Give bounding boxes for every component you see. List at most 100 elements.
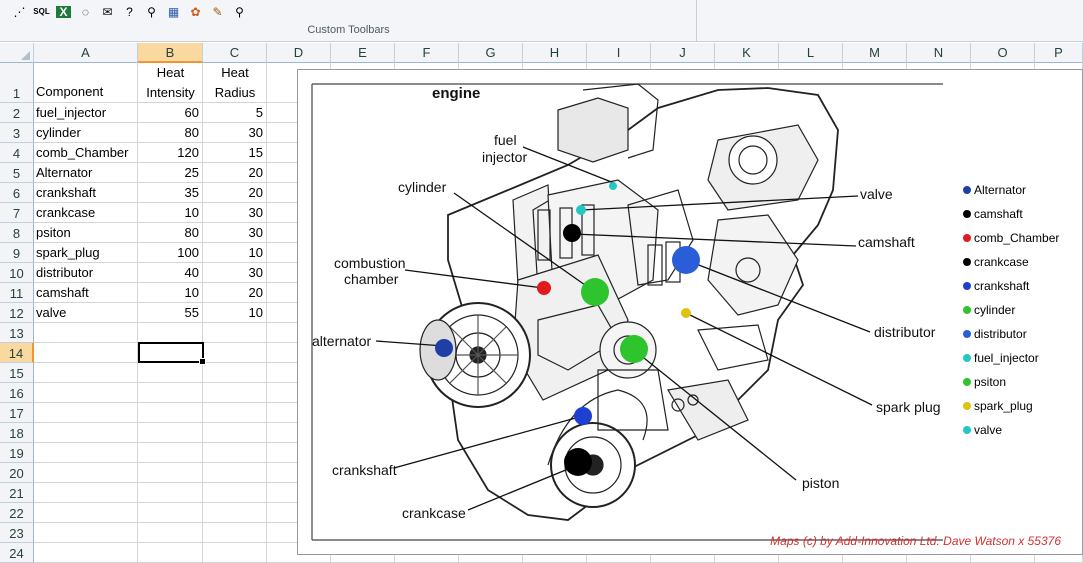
row-header-19[interactable]: 19 xyxy=(0,443,34,463)
cell-heat-intensity[interactable]: 10 xyxy=(184,285,199,300)
row-header-7[interactable]: 7 xyxy=(0,203,34,223)
row-header-6[interactable]: 6 xyxy=(0,183,34,203)
column-header-h[interactable]: H xyxy=(523,43,587,63)
mailbox-icon[interactable]: ✉ xyxy=(98,3,117,21)
row-header-21[interactable]: 21 xyxy=(0,483,34,503)
cell-c1-header-line2[interactable]: Radius xyxy=(214,85,256,100)
row-header-11[interactable]: 11 xyxy=(0,283,34,303)
cell-b1-header-line2[interactable]: Intensity xyxy=(146,85,195,100)
engine-heatmap-picture[interactable]: engine fuel injector cylinder valve cams… xyxy=(297,69,1083,555)
row-header-5[interactable]: 5 xyxy=(0,163,34,183)
label-alternator: alternator xyxy=(312,333,371,349)
cell-component[interactable]: fuel_injector xyxy=(36,105,107,120)
column-header-k[interactable]: K xyxy=(715,43,779,63)
leader-lines xyxy=(375,146,873,511)
row-header-20[interactable]: 20 xyxy=(0,463,34,483)
cell-heat-intensity[interactable]: 120 xyxy=(177,145,199,160)
column-header-a[interactable]: A xyxy=(34,43,138,63)
active-cell-cursor[interactable] xyxy=(138,342,206,365)
legend-swatch xyxy=(963,378,971,386)
cell-component[interactable]: distributor xyxy=(36,265,94,280)
cell-heat-radius[interactable]: 30 xyxy=(248,205,263,220)
cell-heat-radius[interactable]: 30 xyxy=(248,225,263,240)
chat-icon[interactable]: ◌ xyxy=(76,3,95,21)
magnifier-icon[interactable]: ⚲ xyxy=(230,3,249,21)
cell-b1-header-line1[interactable]: Heat xyxy=(156,65,185,80)
help-query-icon[interactable]: ? xyxy=(120,3,139,21)
cell-component[interactable]: Alternator xyxy=(36,165,93,180)
cell-heat-intensity[interactable]: 10 xyxy=(184,205,199,220)
cell-heat-intensity[interactable]: 55 xyxy=(184,305,199,320)
cell-component[interactable]: comb_Chamber xyxy=(36,145,129,160)
legend-item: Alternator xyxy=(963,182,1026,198)
fox-icon[interactable]: ✿ xyxy=(186,3,205,21)
column-header-c[interactable]: C xyxy=(203,43,267,63)
sql-icon[interactable]: SQL xyxy=(32,3,51,21)
row-header-12[interactable]: 12 xyxy=(0,303,34,323)
select-all-corner[interactable] xyxy=(0,43,34,63)
column-header-g[interactable]: G xyxy=(459,43,523,63)
row-header-4[interactable]: 4 xyxy=(0,143,34,163)
column-header-f[interactable]: F xyxy=(395,43,459,63)
cell-c1-header-line1[interactable]: Heat xyxy=(221,65,249,80)
cell-heat-radius[interactable]: 10 xyxy=(248,305,263,320)
row-header-18[interactable]: 18 xyxy=(0,423,34,443)
row-header-8[interactable]: 8 xyxy=(0,223,34,243)
alternator-marker xyxy=(435,339,453,357)
column-header-b[interactable]: B xyxy=(138,43,203,63)
calendar-icon[interactable]: ▦ xyxy=(164,3,183,21)
binoculars-icon[interactable]: ⚲ xyxy=(142,3,161,21)
row-header-22[interactable]: 22 xyxy=(0,503,34,523)
cell-heat-radius[interactable]: 20 xyxy=(248,285,263,300)
column-header-l[interactable]: L xyxy=(779,43,843,63)
row-header-3[interactable]: 3 xyxy=(0,123,34,143)
cell-component[interactable]: crankcase xyxy=(36,205,96,220)
cell-heat-radius[interactable]: 20 xyxy=(248,165,263,180)
cell-heat-intensity[interactable]: 25 xyxy=(184,165,199,180)
column-header-n[interactable]: N xyxy=(907,43,971,63)
cell-a1-component-header[interactable]: Component xyxy=(36,84,104,99)
row-header-13[interactable]: 13 xyxy=(0,323,34,343)
ribbon-group-caption: Custom Toolbars xyxy=(307,24,390,36)
cell-heat-radius[interactable]: 30 xyxy=(248,125,263,140)
cell-heat-radius[interactable]: 20 xyxy=(248,185,263,200)
cell-heat-intensity[interactable]: 40 xyxy=(184,265,199,280)
row-header-10[interactable]: 10 xyxy=(0,263,34,283)
cell-heat-radius[interactable]: 15 xyxy=(248,145,263,160)
column-header-p[interactable]: P xyxy=(1035,43,1083,63)
row-header-1[interactable]: 1 xyxy=(0,63,34,103)
row-header-23[interactable]: 23 xyxy=(0,523,34,543)
cell-heat-radius[interactable]: 5 xyxy=(255,105,263,120)
row-header-14[interactable]: 14 xyxy=(0,343,34,363)
draw-line-icon[interactable]: ⋰ xyxy=(10,3,29,21)
row-header-17[interactable]: 17 xyxy=(0,403,34,423)
cell-heat-intensity[interactable]: 80 xyxy=(184,225,199,240)
cell-heat-radius[interactable]: 10 xyxy=(248,245,263,260)
row-header-9[interactable]: 9 xyxy=(0,243,34,263)
column-header-d[interactable]: D xyxy=(267,43,331,63)
column-header-o[interactable]: O xyxy=(971,43,1035,63)
cell-component[interactable]: crankshaft xyxy=(36,185,96,200)
cell-component[interactable]: camshaft xyxy=(36,285,89,300)
cell-heat-intensity[interactable]: 60 xyxy=(184,105,199,120)
copyright-note: Maps (c) by Add-Innovation Ltd. Dave Wat… xyxy=(770,534,1061,548)
row-header-15[interactable]: 15 xyxy=(0,363,34,383)
cell-component[interactable]: valve xyxy=(36,305,67,320)
column-header-i[interactable]: I xyxy=(587,43,651,63)
cell-heat-radius[interactable]: 30 xyxy=(248,265,263,280)
cell-heat-intensity[interactable]: 80 xyxy=(184,125,199,140)
cell-component[interactable]: spark_plug xyxy=(36,245,100,260)
cell-heat-intensity[interactable]: 100 xyxy=(177,245,199,260)
cell-heat-intensity[interactable]: 35 xyxy=(184,185,199,200)
pencil-icon[interactable]: ✎ xyxy=(208,3,227,21)
cell-component[interactable]: psiton xyxy=(36,225,71,240)
column-header-m[interactable]: M xyxy=(843,43,907,63)
excel-icon[interactable]: X xyxy=(54,3,73,21)
legend-label: valve xyxy=(974,423,1003,437)
cell-component[interactable]: cylinder xyxy=(36,125,81,140)
row-header-16[interactable]: 16 xyxy=(0,383,34,403)
column-header-e[interactable]: E xyxy=(331,43,395,63)
row-header-2[interactable]: 2 xyxy=(0,103,34,123)
row-header-24[interactable]: 24 xyxy=(0,543,34,563)
column-header-j[interactable]: J xyxy=(651,43,715,63)
